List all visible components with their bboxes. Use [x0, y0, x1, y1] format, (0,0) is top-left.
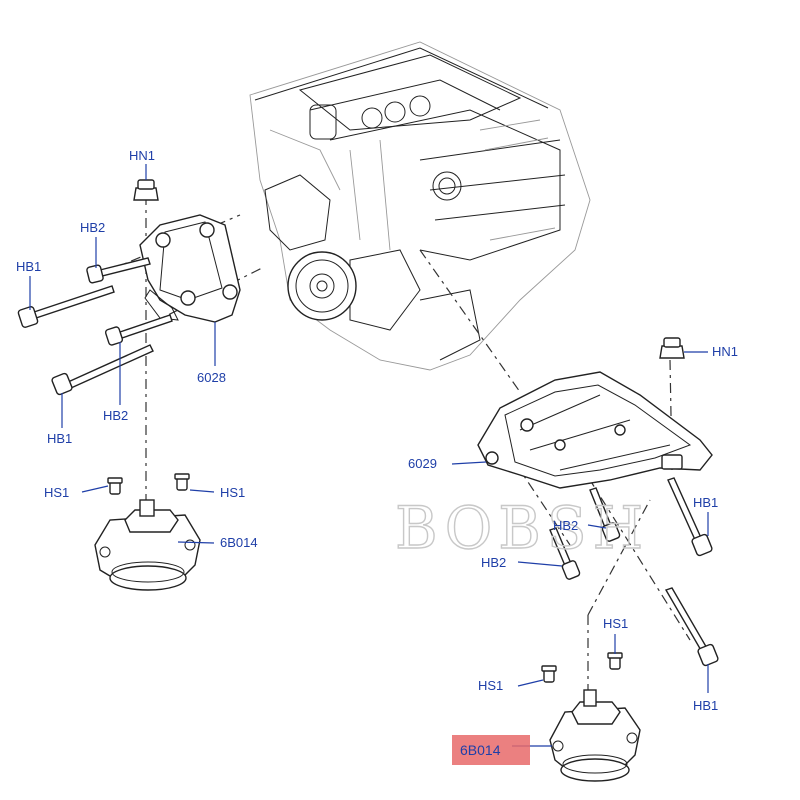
left-screw-hs1-a: [107, 477, 123, 495]
label-hs1-right-a: HS1: [603, 616, 628, 631]
label-hs1-left-a: HS1: [44, 485, 69, 500]
label-hb1-right-bottom: HB1: [693, 698, 718, 713]
left-bolt-hb1-bottom: [51, 344, 154, 396]
label-6b014-left: 6B014: [220, 535, 258, 550]
right-nut-hn1: [659, 337, 685, 359]
label-hn1-left: HN1: [129, 148, 155, 163]
leader-lines: [29, 164, 709, 747]
right-screw-hs1-b: [607, 652, 623, 670]
right-engine-mount-6b014: [549, 689, 641, 782]
right-bolt-hb1-top: [667, 477, 713, 557]
left-nut-hn1: [133, 179, 159, 201]
label-hb2-right-top: HB2: [553, 518, 578, 533]
left-bolt-hb1-top: [17, 285, 115, 328]
left-bolt-hb2-top: [86, 257, 151, 284]
right-bolt-hb2-bottom: [549, 527, 581, 580]
label-hs1-right-b: HS1: [478, 678, 503, 693]
label-6b014-right: 6B014: [460, 742, 501, 758]
label-hb1-left-bottom: HB1: [47, 431, 72, 446]
highlight-box: [452, 735, 530, 765]
right-bracket-6029: [477, 371, 713, 489]
right-bolt-hb1-bottom: [664, 587, 719, 667]
right-bolt-hb2-top: [589, 487, 621, 542]
left-bolt-hb2-bottom: [104, 314, 173, 346]
label-hb2-right-bottom: HB2: [481, 555, 506, 570]
label-hb1-right-top: HB1: [693, 495, 718, 510]
watermark-text: BOBSH: [395, 494, 649, 562]
left-bracket-6028: [139, 214, 241, 323]
label-hb2-left-bottom: HB2: [103, 408, 128, 423]
label-hb1-left-top: HB1: [16, 259, 41, 274]
right-screw-hs1-a: [541, 665, 557, 683]
left-engine-mount-6b014: [94, 499, 201, 591]
label-hb2-left-top: HB2: [80, 220, 105, 235]
left-screw-hs1-b: [174, 473, 190, 491]
label-hn1-right: HN1: [712, 344, 738, 359]
engine-block: [249, 41, 591, 371]
label-6029: 6029: [408, 456, 437, 471]
label-6028: 6028: [197, 370, 226, 385]
label-hs1-left-b: HS1: [220, 485, 245, 500]
part-labels: HN1 HB2 HB1 HB2 HB1 6028 HS1 HS1 6B014 H…: [16, 148, 738, 758]
